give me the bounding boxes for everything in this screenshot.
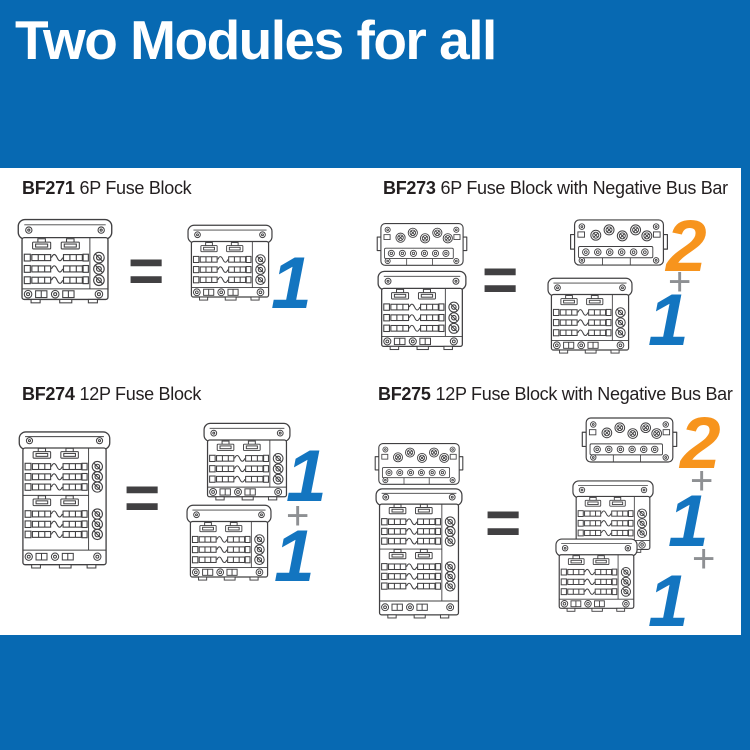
fuse-block-12p-illustration (17, 429, 112, 572)
fuse-module-count: 1 (668, 481, 709, 562)
model-description: 6P Fuse Block with Negative Bus Bar (440, 178, 729, 198)
fuse-block-6p-illustration (202, 419, 292, 504)
fuse-block-6p-illustration (16, 215, 114, 307)
model-description: 12P Fuse Block with Negative Bus Bar (435, 384, 733, 404)
busbar-module-count: 2 (680, 403, 721, 484)
fuse-block-6p-illustration (186, 221, 274, 304)
equals-sign: = (482, 246, 519, 315)
right-border-stripe (741, 0, 750, 750)
equals-sign: = (128, 237, 165, 306)
equals-sign: = (124, 464, 161, 533)
model-number: BF275 (378, 384, 431, 404)
fuse-module-count: 1 (271, 243, 312, 324)
model-number: BF273 (383, 178, 436, 198)
negative-bus-bar-illustration (569, 212, 669, 273)
plus-sign: + (668, 260, 692, 304)
model-number: BF271 (22, 178, 75, 198)
fuse-block-6p-with-busbar-illustration (376, 216, 468, 355)
fuse-block-6p-illustration (546, 274, 634, 357)
fuse-block-6p-illustration (185, 501, 273, 584)
equals-sign: = (485, 489, 522, 558)
model-description: 12P Fuse Block (79, 384, 202, 404)
model-description: 6P Fuse Block (79, 178, 192, 198)
negative-bus-bar-illustration (581, 410, 678, 470)
plus-sign: + (286, 494, 310, 538)
fuse-block-12p-with-busbar-illustration (374, 436, 464, 622)
fuse-module-count: 1 (274, 516, 315, 597)
page-title: Two Modules for all (15, 9, 497, 71)
fuse-module-count: 1 (648, 280, 689, 361)
busbar-module-count: 2 (666, 206, 707, 287)
fuse-module-count: 1 (648, 561, 689, 642)
header-banner: Two Modules for all (0, 0, 750, 168)
plus-sign: + (690, 459, 714, 503)
fuse-block-6p-illustration (554, 535, 639, 615)
bottom-border-stripe (0, 635, 750, 750)
fuse-module-count: 1 (286, 436, 327, 517)
plus-sign: + (692, 537, 716, 581)
model-number: BF274 (22, 384, 75, 404)
